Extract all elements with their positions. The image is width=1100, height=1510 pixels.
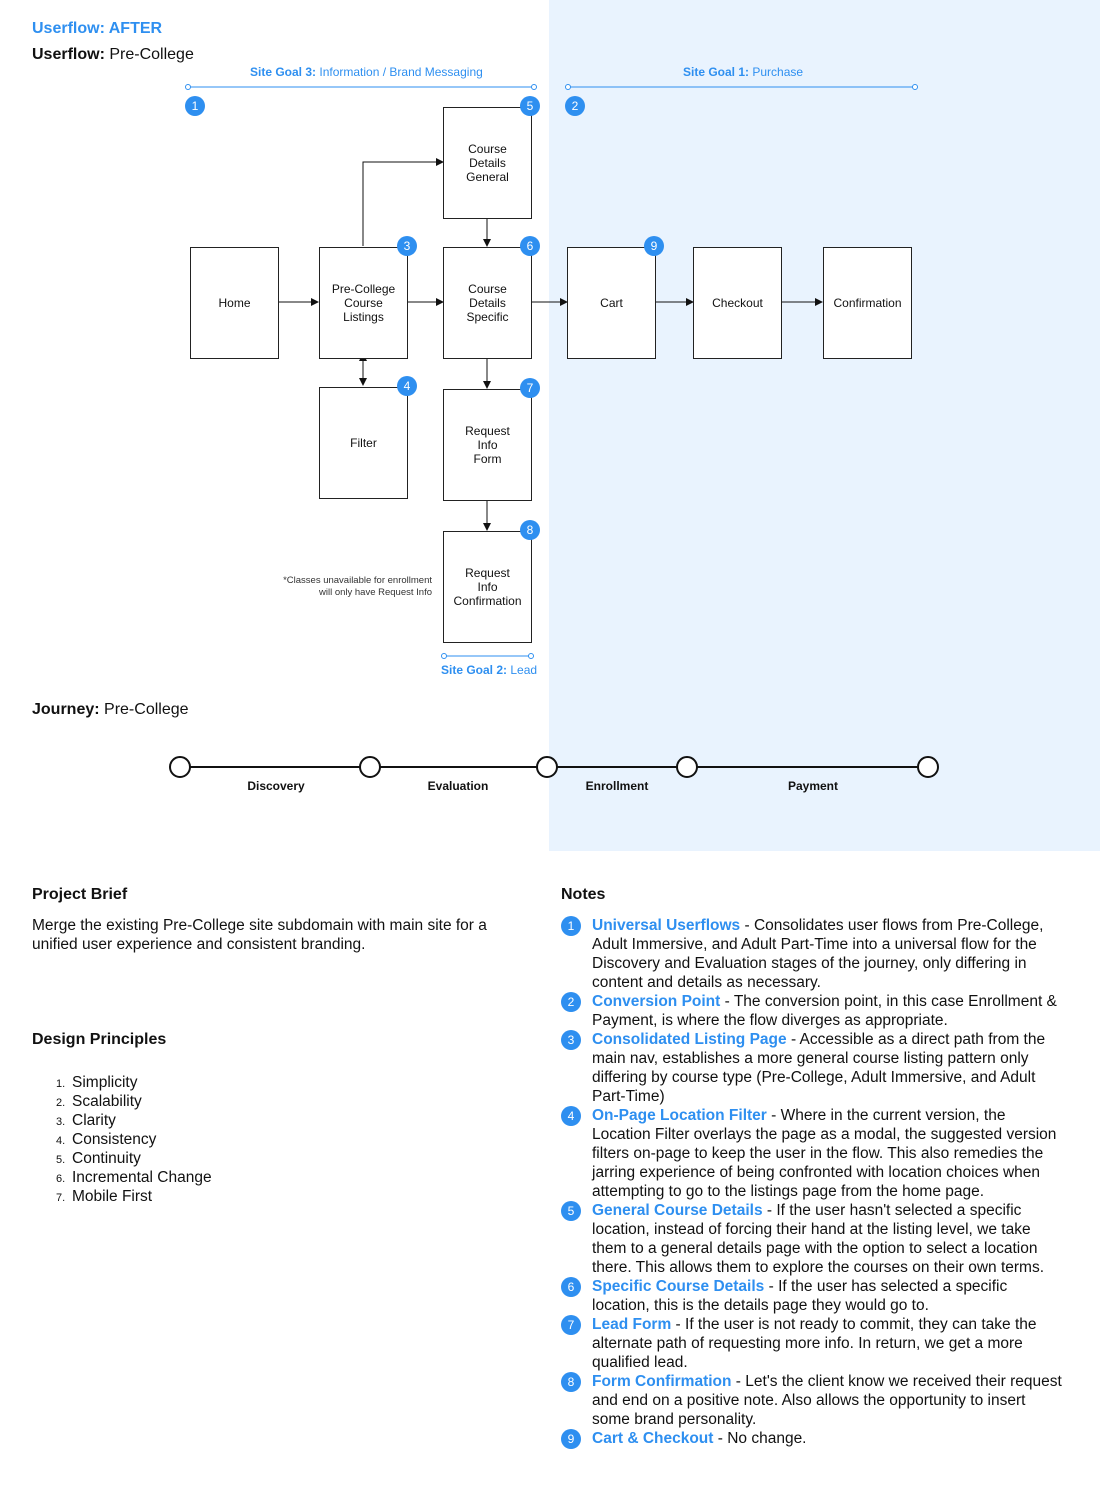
principle-item: 3.Clarity bbox=[56, 1112, 116, 1129]
purchase-zone-background bbox=[549, 0, 1100, 851]
principle-item: 1.Simplicity bbox=[56, 1074, 138, 1091]
journey-track bbox=[169, 756, 939, 778]
note-number-badge: 1 bbox=[561, 916, 581, 936]
goal1-bracket bbox=[565, 84, 918, 90]
note-number-badge: 3 bbox=[561, 1030, 581, 1050]
site-goal-2-label: Site Goal 2: Lead bbox=[441, 663, 538, 677]
badge-8: 8 bbox=[520, 520, 540, 540]
node-filter: Filter bbox=[319, 387, 408, 499]
principle-item: 4.Consistency bbox=[56, 1131, 157, 1148]
node-course-details-general: Course Details General bbox=[443, 107, 532, 219]
stage-discovery: Discovery bbox=[247, 779, 305, 793]
notes-title: Notes bbox=[561, 886, 606, 903]
project-brief-text: Merge the existing Pre-College site subd… bbox=[32, 917, 487, 953]
stage-evaluation: Evaluation bbox=[427, 779, 489, 793]
badge-6: 6 bbox=[520, 236, 540, 256]
principle-item: 7.Mobile First bbox=[56, 1188, 153, 1205]
note-number-badge: 9 bbox=[561, 1429, 581, 1449]
badge-3: 3 bbox=[397, 236, 417, 256]
enrollment-footnote: *Classes unavailable for enrollment will… bbox=[283, 575, 432, 598]
arrow-listings-general bbox=[362, 158, 444, 246]
design-principles-title: Design Principles bbox=[32, 1031, 167, 1048]
site-goal-1-label: Site Goal 1: Purchase bbox=[683, 65, 804, 79]
project-brief-title: Project Brief bbox=[32, 886, 128, 903]
badge-1: 1 bbox=[185, 96, 205, 116]
node-request-info-form: Request Info Form bbox=[443, 389, 532, 501]
note-number-badge: 2 bbox=[561, 992, 581, 1012]
note-number-badge: 4 bbox=[561, 1106, 581, 1126]
node-pre-college-listings: Pre-College Course Listings bbox=[319, 247, 408, 359]
principle-item: 5.Continuity bbox=[56, 1150, 141, 1167]
userflow-heading: Userflow: Pre-College bbox=[32, 46, 194, 63]
goal2-bracket bbox=[441, 653, 534, 659]
badge-4: 4 bbox=[397, 376, 417, 396]
node-cart: Cart bbox=[567, 247, 656, 359]
badge-5: 5 bbox=[520, 96, 540, 116]
flow-connectors bbox=[169, 84, 939, 778]
journey-heading: Journey: Pre-College bbox=[32, 701, 189, 718]
stage-payment: Payment bbox=[787, 779, 839, 793]
node-course-details-specific: Course Details Specific bbox=[443, 247, 532, 359]
site-goal-3-label: Site Goal 3: Information / Brand Messagi… bbox=[250, 65, 483, 79]
principle-item: 6.Incremental Change bbox=[56, 1169, 212, 1186]
note-number-badge: 7 bbox=[561, 1315, 581, 1335]
badge-7: 7 bbox=[520, 378, 540, 398]
principle-item: 2.Scalability bbox=[56, 1093, 142, 1110]
note-number-badge: 5 bbox=[561, 1201, 581, 1221]
stage-enrollment: Enrollment bbox=[585, 779, 649, 793]
design-principles-list: 1.Simplicity 2.Scalability 3.Clarity 4.C… bbox=[56, 1073, 212, 1206]
node-confirmation: Confirmation bbox=[823, 247, 912, 359]
node-checkout: Checkout bbox=[693, 247, 782, 359]
node-home: Home bbox=[190, 247, 279, 359]
badge-9: 9 bbox=[644, 236, 664, 256]
goal3-bracket bbox=[185, 84, 537, 90]
page-title: Userflow: AFTER bbox=[32, 20, 163, 37]
note-number-badge: 8 bbox=[561, 1372, 581, 1392]
note-number-badge: 6 bbox=[561, 1277, 581, 1297]
badge-2: 2 bbox=[565, 96, 585, 116]
node-request-info-confirmation: Request Info Confirmation bbox=[443, 531, 532, 643]
